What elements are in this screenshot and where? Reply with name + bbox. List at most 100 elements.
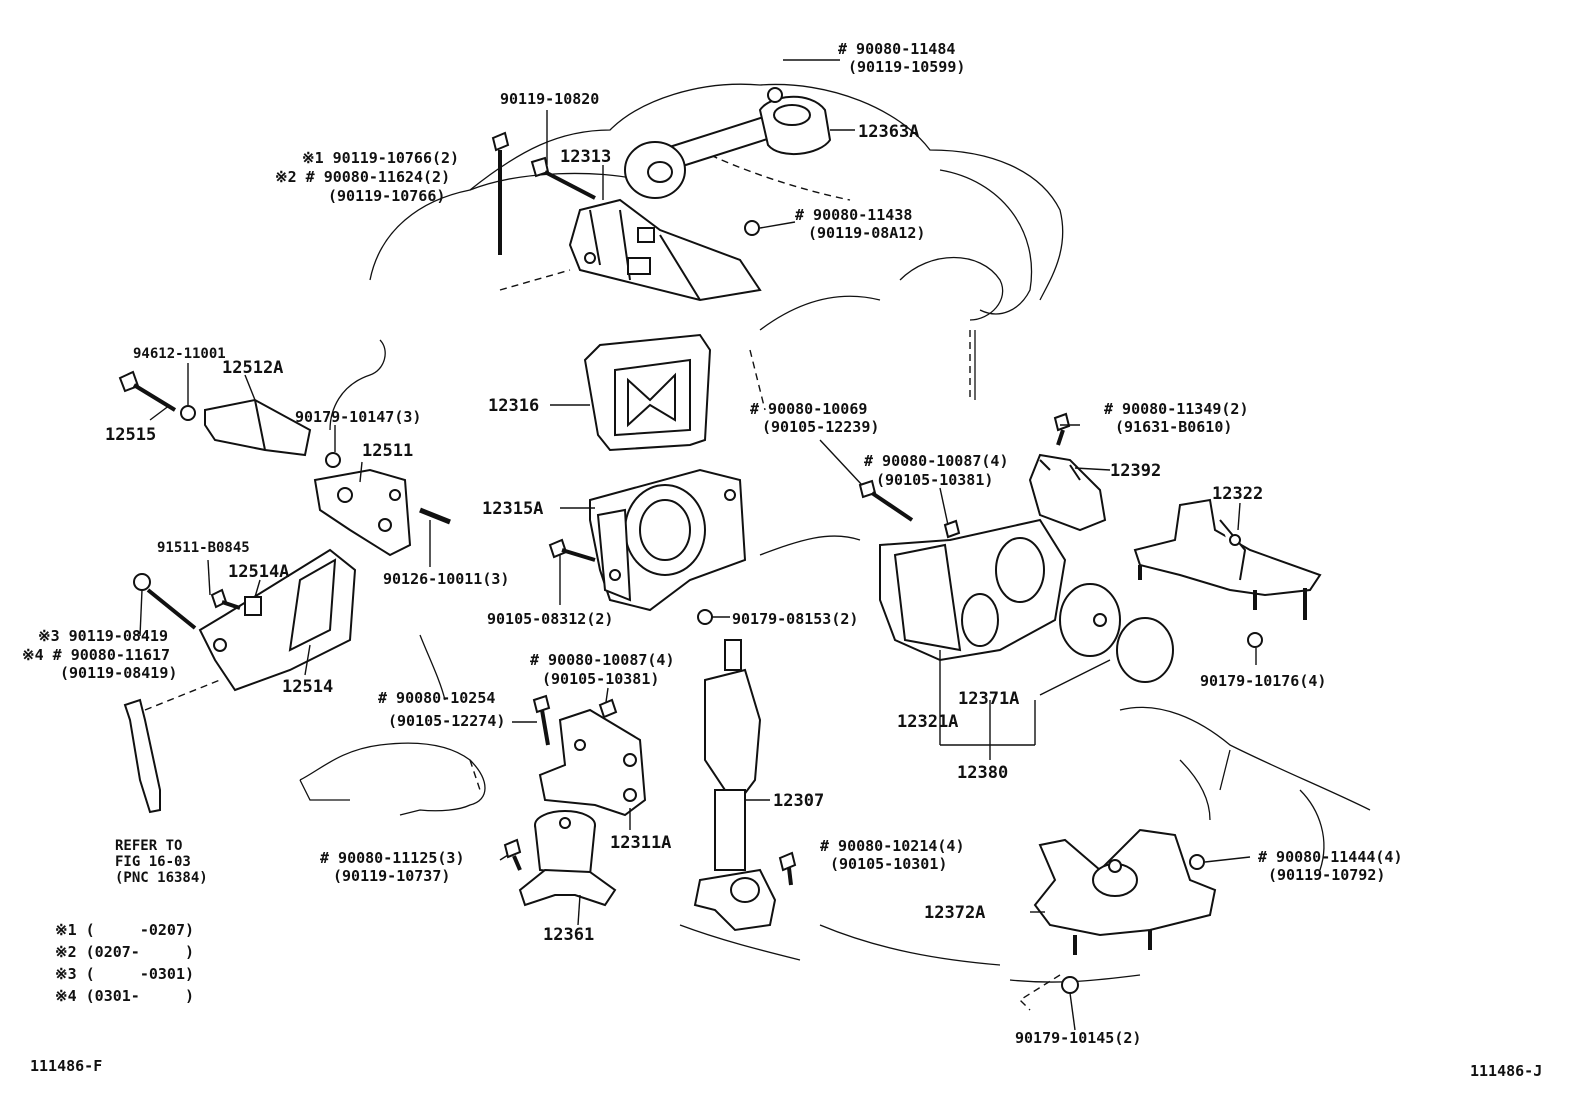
bolt-91511-b0845[interactable] [210, 588, 241, 610]
bracket-12511[interactable] [313, 468, 412, 557]
label-90105-10301[interactable]: (90105-10301) [830, 855, 947, 873]
label-90080-11349[interactable]: # 90080-11349(2) [1104, 400, 1249, 418]
bolt-90080-10254[interactable] [532, 694, 551, 746]
mount-12372a[interactable] [1033, 828, 1217, 955]
bracket-12514[interactable] [198, 548, 357, 692]
bolt-90080-11125[interactable] [503, 838, 522, 871]
cover-12392[interactable] [1028, 453, 1107, 532]
absorber-12307[interactable] [693, 639, 777, 932]
mount-12371a[interactable] [1059, 583, 1174, 683]
bolt-90080-10069[interactable] [858, 479, 914, 522]
nut-90179-08153[interactable] [697, 609, 713, 625]
label-12514a[interactable]: 12514A [228, 562, 289, 582]
label-90080-11624[interactable]: ※2 # 90080-11624(2) [275, 168, 450, 186]
label-90080-11444[interactable]: # 90080-11444(4) [1258, 848, 1403, 866]
bracket-12313[interactable] [568, 198, 762, 302]
label-12313[interactable]: 12313 [560, 147, 611, 167]
label-90179-10176[interactable]: 90179-10176(4) [1200, 672, 1326, 690]
note-1: ※1 ( -0207) [55, 921, 194, 939]
label-12512a[interactable]: 12512A [222, 358, 283, 378]
bolt-90080-10214[interactable] [778, 851, 797, 886]
label-12372a[interactable]: 12372A [924, 903, 985, 923]
bolt-90080-11438[interactable] [744, 220, 760, 236]
bolt-90119-08419[interactable] [133, 573, 197, 630]
label-90105-10381-upper[interactable]: (90105-10381) [876, 471, 993, 489]
bolt-90080-10087-lower[interactable] [598, 698, 618, 719]
bracket-12315a[interactable] [589, 468, 747, 612]
label-12311a[interactable]: 12311A [610, 833, 671, 853]
washer-94612-11001[interactable] [180, 405, 196, 421]
label-94612-11001[interactable]: 94612-11001 [133, 346, 226, 362]
label-12514[interactable]: 12514 [282, 677, 333, 697]
label-12321a[interactable]: 12321A [897, 712, 958, 732]
clip-12514a[interactable] [244, 596, 262, 616]
label-90119-10766[interactable]: ※1 90119-10766(2) [302, 149, 459, 167]
reference-bracket-16-03 [123, 679, 221, 814]
label-90105-12239[interactable]: (90105-12239) [762, 418, 879, 436]
label-90080-11484[interactable]: # 90080-11484 [838, 40, 955, 58]
label-12371a[interactable]: 12371A [958, 689, 1019, 709]
label-12316[interactable]: 12316 [488, 396, 539, 416]
stud-90126-10011[interactable] [419, 507, 451, 525]
illustration-id-right: 111486-J [1470, 1062, 1542, 1080]
bolt-12515[interactable] [118, 370, 177, 412]
label-refer-pnc: (PNC 16384) [115, 870, 208, 886]
bolt-90119-10766[interactable] [491, 131, 510, 255]
bracket-12311a[interactable] [538, 708, 647, 817]
label-90126-10011[interactable]: 90126-10011(3) [383, 570, 509, 588]
label-90119-08419-alt[interactable]: (90119-08419) [60, 664, 177, 682]
label-90119-10792[interactable]: (90119-10792) [1268, 866, 1385, 884]
bolt-90080-10087-upper[interactable] [943, 519, 961, 539]
label-90080-11617[interactable]: ※4 # 90080-11617 [22, 646, 170, 664]
label-refer-to: REFER TO [115, 838, 182, 854]
label-90080-11438[interactable]: # 90080-11438 [795, 206, 912, 224]
label-90119-10599[interactable]: (90119-10599) [848, 58, 965, 76]
label-90119-10766-alt[interactable]: (90119-10766) [328, 187, 445, 205]
label-90179-10147[interactable]: 90179-10147(3) [295, 408, 421, 426]
bracket-12321a[interactable] [879, 518, 1067, 662]
applicability-notes: ※1 ( -0207) ※2 (0207- ) ※3 ( -0301) ※4 (… [55, 921, 194, 1005]
label-12322[interactable]: 12322 [1212, 484, 1263, 504]
label-12307[interactable]: 12307 [773, 791, 824, 811]
label-90119-08a12[interactable]: (90119-08A12) [808, 224, 925, 242]
label-90080-10069[interactable]: # 90080-10069 [750, 400, 867, 418]
label-90080-10214[interactable]: # 90080-10214(4) [820, 837, 965, 855]
label-90105-10381-lower[interactable]: (90105-10381) [542, 670, 659, 688]
nut-90179-10176[interactable] [1247, 632, 1263, 648]
engine-outline [299, 83, 1371, 1011]
label-12363a[interactable]: 12363A [858, 122, 919, 142]
label-90105-08312[interactable]: 90105-08312(2) [487, 610, 613, 628]
label-91511-b0845[interactable]: 91511-B0845 [157, 540, 250, 556]
label-90080-10087-upper[interactable]: # 90080-10087(4) [864, 452, 1009, 470]
label-12515[interactable]: 12515 [105, 425, 156, 445]
label-12361[interactable]: 12361 [543, 925, 594, 945]
label-12315a[interactable]: 12315A [482, 499, 543, 519]
label-90080-11125[interactable]: # 90080-11125(3) [320, 849, 465, 867]
bolt-90080-11349[interactable] [1053, 412, 1071, 446]
label-12392[interactable]: 12392 [1110, 461, 1161, 481]
label-90080-10087-lower[interactable]: # 90080-10087(4) [530, 651, 675, 669]
label-90179-10145[interactable]: 90179-10145(2) [1015, 1029, 1141, 1047]
nut-90080-11444[interactable] [1189, 854, 1205, 870]
label-90080-10254[interactable]: # 90080-10254 [378, 689, 495, 707]
note-2: ※2 (0207- ) [55, 943, 194, 961]
label-90119-10820[interactable]: 90119-10820 [500, 90, 599, 108]
bracket-12322[interactable] [1133, 498, 1322, 620]
nut-90179-10145[interactable] [1061, 976, 1079, 994]
illustration-id-left: 111486-F [30, 1057, 102, 1075]
torque-rod-12363a[interactable] [624, 87, 832, 199]
label-12380[interactable]: 12380 [957, 763, 1008, 783]
label-91631-b0610[interactable]: (91631-B0610) [1115, 418, 1232, 436]
label-90105-12274[interactable]: (90105-12274) [388, 712, 505, 730]
label-12511[interactable]: 12511 [362, 441, 413, 461]
bolt-90105-08312[interactable] [548, 538, 596, 562]
label-90119-08419[interactable]: ※3 90119-08419 [38, 627, 168, 645]
label-90179-08153[interactable]: 90179-08153(2) [732, 610, 858, 628]
bracket-12512a[interactable] [204, 398, 312, 457]
nut-90179-10147[interactable] [325, 452, 341, 468]
mount-12361[interactable] [518, 810, 617, 907]
label-refer-fig[interactable]: FIG 16-03 [115, 854, 191, 870]
label-90119-10737[interactable]: (90119-10737) [333, 867, 450, 885]
plate-12316[interactable] [583, 333, 712, 452]
bolt-90119-10820[interactable] [530, 110, 596, 200]
